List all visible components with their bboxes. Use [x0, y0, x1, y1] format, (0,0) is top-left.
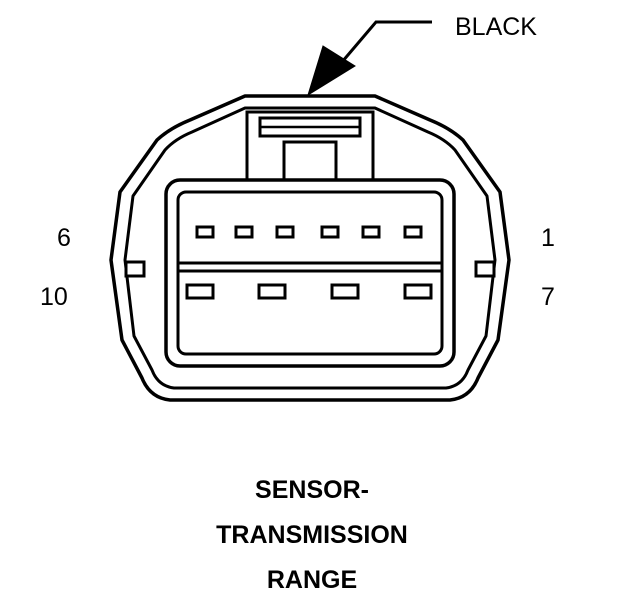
leader-line — [340, 20, 432, 63]
locking-latch — [245, 110, 375, 188]
top-pin-row — [195, 225, 423, 239]
terminal-pin-bottom-4 — [403, 283, 433, 300]
wire-color-label: BLACK — [455, 13, 537, 41]
title-line-3: RANGE — [267, 566, 357, 594]
connector-housing — [109, 94, 511, 402]
left-side-key — [124, 260, 146, 278]
terminal-pin-bottom-1 — [185, 283, 215, 300]
terminal-pin-top-6 — [403, 225, 423, 239]
title-line-1: SENSOR- — [255, 476, 369, 504]
pin-label-top-right: 1 — [541, 224, 555, 252]
title-line-2: TRANSMISSION — [216, 521, 408, 549]
wire-color-leader — [307, 20, 432, 97]
terminal-frame-inner — [176, 190, 444, 356]
leader-arrowhead — [307, 45, 356, 97]
right-side-key — [474, 260, 496, 278]
terminal-pin-top-5 — [361, 225, 381, 239]
bottom-pin-row — [185, 283, 433, 300]
pin-label-top-left: 6 — [57, 224, 71, 252]
pin-label-bottom-left: 10 — [40, 283, 68, 311]
pin-label-bottom-right: 7 — [541, 283, 555, 311]
terminal-pin-top-2 — [234, 225, 254, 239]
terminal-pin-bottom-3 — [330, 283, 360, 300]
terminal-pin-top-1 — [195, 225, 215, 239]
terminal-pin-top-3 — [275, 225, 295, 239]
terminal-pin-top-4 — [320, 225, 340, 239]
terminal-pin-bottom-2 — [257, 283, 287, 300]
